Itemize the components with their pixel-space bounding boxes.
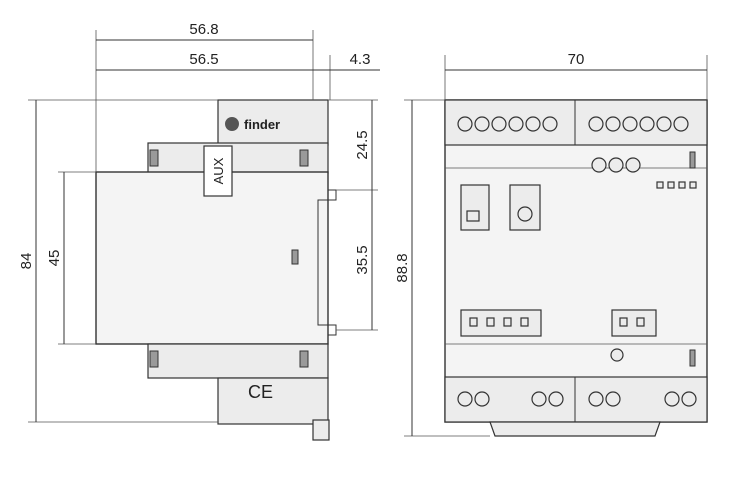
pin: [636, 317, 645, 327]
screw: [474, 116, 490, 132]
side-din-clip: [312, 419, 330, 441]
screw: [457, 116, 473, 132]
led-1: [656, 181, 664, 189]
screw: [608, 157, 624, 173]
finder-logo-icon: [225, 117, 239, 131]
dim-88-8: 88.8: [394, 253, 411, 282]
dim-56-5: 56.5: [189, 51, 218, 68]
screw: [622, 116, 638, 132]
side-view: AUX finder CE 56.8 56.5 4.3 84 45 24.5 3…: [18, 21, 380, 441]
pin: [486, 317, 495, 327]
selector-left-knob: [466, 210, 480, 222]
brand-label: finder: [244, 117, 280, 132]
side-tab: [291, 249, 299, 265]
pin: [469, 317, 478, 327]
side-screw-top-right: [299, 149, 309, 167]
dim-35-5: 35.5: [354, 245, 371, 274]
screw: [591, 157, 607, 173]
side-bottom-housing: [217, 377, 329, 425]
dim-4-3: 4.3: [350, 51, 371, 68]
dim-24-5: 24.5: [354, 130, 371, 159]
screw: [508, 116, 524, 132]
pin: [520, 317, 529, 327]
selector-left: [460, 184, 490, 231]
screw: [625, 157, 641, 173]
connector-block-right: [611, 309, 657, 337]
led-3: [678, 181, 686, 189]
front-din-clip: [489, 421, 661, 437]
screw: [474, 391, 490, 407]
screw: [525, 116, 541, 132]
screw: [491, 116, 507, 132]
screw: [673, 116, 689, 132]
dim-45: 45: [46, 250, 63, 267]
screw: [681, 391, 697, 407]
dim-70: 70: [568, 51, 585, 68]
screw: [605, 391, 621, 407]
pin: [503, 317, 512, 327]
front-body: [444, 99, 708, 423]
screw: [656, 116, 672, 132]
screw: [548, 391, 564, 407]
side-screw-top-left: [149, 149, 159, 167]
selector-right-knob: [517, 206, 533, 222]
screw: [639, 116, 655, 132]
dim-84: 84: [18, 253, 35, 270]
screw: [542, 116, 558, 132]
adjust-screw: [610, 348, 624, 362]
dim-56-8: 56.8: [189, 21, 218, 38]
screw: [457, 391, 473, 407]
screw: [664, 391, 680, 407]
side-terminal-block-top: [147, 142, 329, 174]
led-2: [667, 181, 675, 189]
side-rail-profile: [317, 189, 337, 336]
led-4: [689, 181, 697, 189]
front-view: 70 88.8: [394, 51, 708, 437]
screw: [605, 116, 621, 132]
aux-label: AUX: [211, 157, 226, 184]
front-screws-top: [457, 116, 689, 132]
side-terminal-block-bottom: [147, 343, 329, 379]
side-screw-bottom-left: [149, 350, 159, 368]
aux-label-box: [203, 145, 233, 197]
front-indicator-top: [689, 151, 696, 169]
pin: [619, 317, 628, 327]
ce-mark: CE: [248, 382, 273, 402]
screw: [531, 391, 547, 407]
screw: [588, 116, 604, 132]
screw: [588, 391, 604, 407]
front-indicator-bottom: [689, 349, 696, 367]
side-screw-bottom-right: [299, 350, 309, 368]
